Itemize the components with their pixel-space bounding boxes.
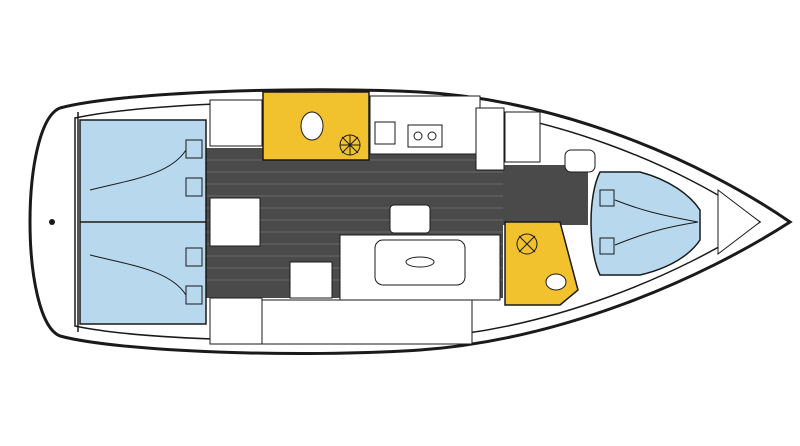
aft-locker-top bbox=[209, 99, 263, 147]
pillow-icon bbox=[185, 139, 203, 305]
forward-cabin bbox=[564, 149, 701, 276]
forward-head bbox=[504, 221, 579, 306]
lower-cabinet bbox=[261, 299, 473, 345]
forward-seat bbox=[564, 149, 596, 173]
compass-rose-icon bbox=[405, 256, 435, 268]
aft-cabin bbox=[79, 119, 207, 325]
galley bbox=[369, 95, 481, 155]
toilet-icon bbox=[300, 111, 324, 141]
aft-locker-bottom bbox=[209, 297, 263, 345]
sink-icon bbox=[374, 121, 396, 145]
stern-fitting-icon bbox=[49, 219, 55, 225]
forward-locker bbox=[504, 111, 541, 163]
nav-seat bbox=[289, 261, 333, 299]
chart-table bbox=[475, 107, 505, 171]
aft-head bbox=[262, 91, 370, 161]
saloon-stool bbox=[389, 204, 431, 234]
pillow-icon bbox=[599, 189, 615, 207]
shower-drain-icon bbox=[516, 233, 538, 255]
aft-step bbox=[209, 197, 261, 247]
anchor-locker bbox=[717, 188, 761, 256]
saloon-table bbox=[374, 239, 466, 286]
forward-passage-floor bbox=[503, 165, 588, 225]
pillow-icon bbox=[599, 237, 615, 255]
stove-icon bbox=[407, 124, 443, 148]
toilet-icon bbox=[545, 273, 567, 291]
